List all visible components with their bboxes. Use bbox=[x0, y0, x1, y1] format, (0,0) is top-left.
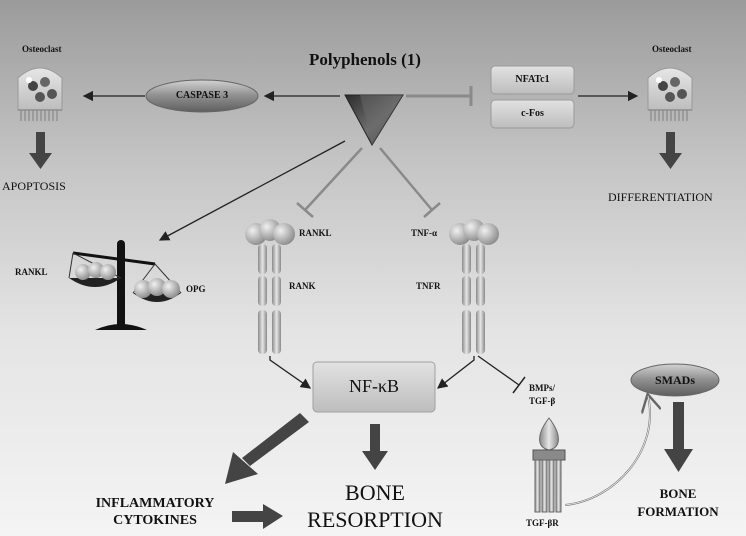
osteoclast-right-icon bbox=[647, 67, 693, 121]
inflammatory-label-line2: CYTOKINES bbox=[113, 513, 197, 528]
down-arrow-differentiation bbox=[659, 132, 682, 169]
tnfr-label: TNFR bbox=[416, 281, 441, 291]
tgfb-receptor-icon bbox=[532, 417, 566, 513]
bmps-label: BMPs/ bbox=[529, 383, 555, 393]
rank-label: RANK bbox=[289, 281, 316, 291]
bone-resorption-line1: BONE bbox=[345, 480, 405, 505]
osteoclast-right-label: Osteoclast bbox=[652, 44, 692, 54]
nfkb-box bbox=[312, 361, 436, 413]
apoptosis-label: APOPTOSIS bbox=[2, 179, 66, 193]
rank-receptor-icon bbox=[245, 219, 295, 354]
arrow-tnfr-to-nfkb bbox=[436, 356, 475, 389]
tnfa-label: TNF-α bbox=[411, 228, 438, 238]
arrow-nfkb-to-resorption bbox=[362, 424, 388, 470]
bone-resorption-line2: RESORPTION bbox=[307, 507, 443, 532]
tgfb-label: TGF-β bbox=[529, 396, 556, 406]
inhibit-triangle-to-rankl bbox=[296, 147, 363, 218]
cfos-label: c-Fos bbox=[521, 108, 544, 119]
polyphenols-title: Polyphenols (1) bbox=[309, 50, 421, 69]
nfatc1-box bbox=[490, 65, 575, 95]
caspase-ellipse bbox=[145, 79, 259, 113]
bone-formation-line1: BONE bbox=[659, 486, 697, 501]
arrow-smads-to-formation bbox=[664, 402, 693, 472]
arrow-inflammatory-to-resorption bbox=[232, 504, 283, 529]
caspase-label: CASPASE 3 bbox=[175, 90, 229, 101]
down-arrow-apoptosis bbox=[29, 132, 52, 169]
arrow-nfkb-to-inflammatory bbox=[225, 413, 309, 484]
nfatc1-label: NFATc1 bbox=[515, 74, 550, 85]
balance-scale-icon bbox=[68, 240, 182, 330]
tgfbr-label: TGF-βR bbox=[526, 518, 559, 528]
polyphenol-triangle-icon bbox=[344, 94, 404, 146]
bone-formation-line2: FORMATION bbox=[637, 504, 719, 519]
inflammatory-label-line1: INFLAMMATORY bbox=[95, 496, 215, 511]
tnfr-receptor-icon bbox=[449, 219, 499, 354]
cfos-box bbox=[490, 99, 575, 129]
smads-ellipse bbox=[630, 363, 720, 397]
balance-opg-label: OPG bbox=[186, 284, 206, 294]
smads-label: SMADs bbox=[654, 373, 695, 387]
balance-rankl-label: RANKL bbox=[15, 267, 48, 277]
rankl-label: RANKL bbox=[299, 228, 332, 238]
differentiation-label: DIFFERENTIATION bbox=[608, 190, 713, 204]
osteoclast-left-label: Osteoclast bbox=[22, 44, 62, 54]
inhibit-tnfr-to-bmps bbox=[477, 355, 526, 394]
inhibit-triangle-to-nfatc1 bbox=[406, 86, 473, 106]
arrow-triangle-to-balance bbox=[158, 140, 346, 241]
arrow-rank-to-nfkb bbox=[269, 356, 312, 389]
inhibit-triangle-to-tnf bbox=[379, 147, 441, 218]
nfkb-label: NF-κB bbox=[348, 376, 400, 396]
osteoclast-left-icon bbox=[17, 67, 63, 121]
